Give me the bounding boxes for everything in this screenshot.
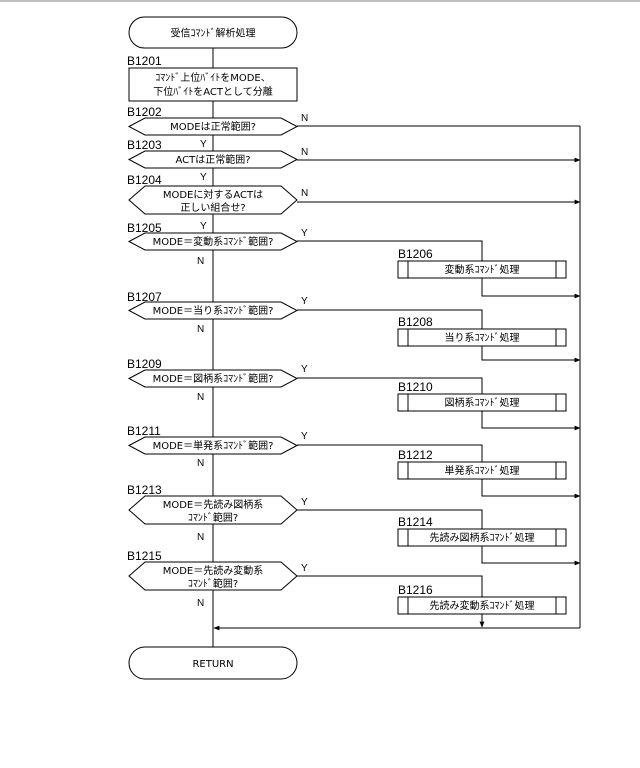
step-id: B1208 (398, 315, 433, 329)
decision-text: MODEは正常範囲? (170, 120, 256, 133)
yes-label: Y (301, 228, 308, 239)
process-text: 図柄系ｺﾏﾝﾄﾞ処理 (445, 396, 520, 409)
decision-text: MODE＝当り系ｺﾏﾝﾄﾞ範囲? (153, 304, 274, 317)
no-label: N (301, 113, 308, 124)
no-label: N (197, 458, 204, 469)
process-text: 単発系ｺﾏﾝﾄﾞ処理 (445, 464, 520, 477)
yes-label: Y (301, 431, 308, 442)
decision-text-2: 正しい組合せ? (180, 201, 245, 214)
no-label: N (301, 188, 308, 199)
step-b1201: B1201 ｺﾏﾝﾄﾞ上位ﾊﾞｲﾄをMODE、 下位ﾊﾞｲﾄをACTとして分離 (127, 54, 297, 101)
end-label: RETURN (192, 659, 233, 670)
step-id: B1204 (127, 173, 162, 187)
step-text-1: ｺﾏﾝﾄﾞ上位ﾊﾞｲﾄをMODE、 (155, 71, 271, 84)
yes-label: Y (301, 497, 308, 508)
decision-text: MODE＝変動系ｺﾏﾝﾄﾞ範囲? (153, 235, 274, 248)
connectors (213, 48, 580, 647)
decision-b1209: B1209 MODE＝図柄系ｺﾏﾝﾄﾞ範囲? Y N (127, 357, 308, 403)
decision-text-1: MODE＝先読み図柄系 (163, 498, 264, 511)
step-id: B1216 (398, 583, 433, 597)
start-terminator: 受信ｺﾏﾝﾄﾞ解析処理 (129, 17, 297, 48)
yes-label: Y (301, 296, 308, 307)
step-id: B1203 (127, 138, 162, 152)
yes-label: Y (200, 221, 207, 232)
step-id: B1202 (127, 105, 162, 119)
step-text-2: 下位ﾊﾞｲﾄをACTとして分離 (153, 85, 272, 98)
step-id: B1210 (398, 380, 433, 394)
yes-label: Y (200, 139, 207, 150)
decision-text-1: MODE＝先読み変動系 (163, 564, 264, 577)
step-id: B1215 (127, 549, 162, 563)
process-text: 変動系ｺﾏﾝﾄﾞ処理 (445, 263, 520, 276)
step-id: B1212 (398, 448, 433, 462)
process-text: 先読み変動系ｺﾏﾝﾄﾞ処理 (430, 599, 535, 612)
decision-b1211: B1211 MODE＝単発系ｺﾏﾝﾄﾞ範囲? Y N (127, 424, 308, 469)
no-label: N (197, 324, 204, 335)
step-id: B1206 (398, 247, 433, 261)
decision-text-2: ｺﾏﾝﾄﾞ範囲? (188, 577, 238, 590)
no-label: N (197, 392, 204, 403)
step-id: B1201 (127, 54, 162, 68)
start-label: 受信ｺﾏﾝﾄﾞ解析処理 (171, 27, 256, 40)
decision-text: MODE＝図柄系ｺﾏﾝﾄﾞ範囲? (153, 372, 274, 385)
decision-text-1: MODEに対するACTは (163, 188, 263, 201)
process-text: 当り系ｺﾏﾝﾄﾞ処理 (445, 331, 520, 344)
no-label: N (197, 256, 204, 267)
decision-b1205: B1205 MODE＝変動系ｺﾏﾝﾄﾞ範囲? Y N (127, 221, 308, 267)
step-id: B1213 (127, 483, 162, 497)
step-id: B1214 (398, 515, 433, 529)
decision-text: ACTは正常範囲? (175, 153, 250, 166)
step-id: B1211 (127, 424, 161, 438)
decision-b1215: B1215 MODE＝先読み変動系 ｺﾏﾝﾄﾞ範囲? Y N (127, 549, 308, 609)
no-label: N (301, 147, 308, 158)
decision-b1213: B1213 MODE＝先読み図柄系 ｺﾏﾝﾄﾞ範囲? Y N (127, 483, 308, 543)
end-terminator: RETURN (129, 647, 297, 679)
decision-text: MODE＝単発系ｺﾏﾝﾄﾞ範囲? (153, 439, 274, 452)
no-label: N (197, 598, 204, 609)
yes-label: Y (301, 364, 308, 375)
step-id: B1209 (127, 357, 162, 371)
yes-label: Y (301, 563, 308, 574)
decision-b1207: B1207 MODE＝当り系ｺﾏﾝﾄﾞ範囲? Y N (127, 290, 308, 335)
decision-text-2: ｺﾏﾝﾄﾞ範囲? (188, 511, 238, 524)
no-label: N (197, 532, 204, 543)
yes-label: Y (200, 172, 207, 183)
process-text: 先読み図柄系ｺﾏﾝﾄﾞ処理 (430, 531, 535, 544)
